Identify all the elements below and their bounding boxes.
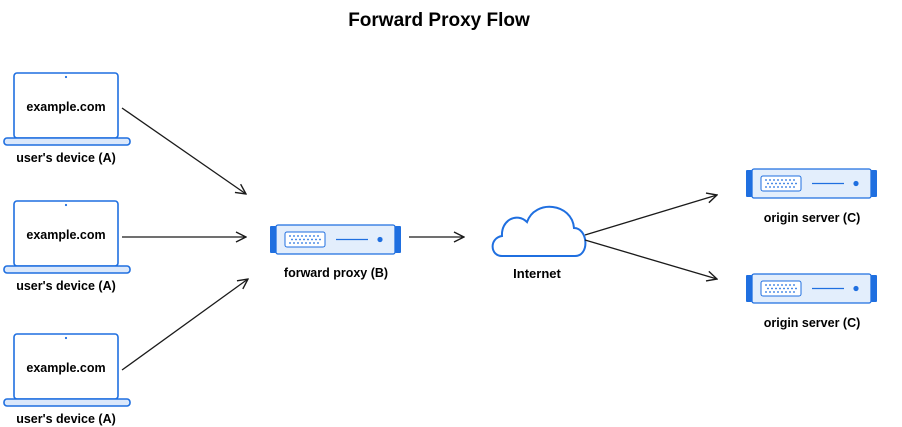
laptop-icon <box>3 72 131 146</box>
user-device-label: user's device (A) <box>16 412 116 426</box>
arrow-internet-to-origin-2 <box>584 239 717 279</box>
internet: Internet <box>491 205 587 281</box>
origin-server-c-1: origin server (C) <box>746 168 877 225</box>
user-device-a-1: example.com user's device (A) <box>3 72 131 165</box>
arrow-device3-to-proxy <box>121 279 248 371</box>
internet-label: Internet <box>513 266 561 281</box>
laptop-icon <box>3 333 131 407</box>
server-icon <box>746 168 877 199</box>
server-icon <box>746 273 877 304</box>
cloud-icon <box>491 205 587 257</box>
laptop-screen-text: example.com <box>26 361 105 375</box>
origin-server-label: origin server (C) <box>764 316 861 330</box>
arrow-internet-to-origin-1 <box>584 195 717 236</box>
laptop-icon <box>3 200 131 274</box>
origin-server-c-2: origin server (C) <box>746 273 877 330</box>
user-device-label: user's device (A) <box>16 151 116 165</box>
server-icon <box>270 224 401 255</box>
diagram-title: Forward Proxy Flow <box>348 10 530 31</box>
arrow-device1-to-proxy <box>121 107 246 194</box>
forward-proxy-label: forward proxy (B) <box>284 266 388 280</box>
laptop-screen-text: example.com <box>26 228 105 242</box>
forward-proxy-b: forward proxy (B) <box>270 224 401 280</box>
user-device-a-2: example.com user's device (A) <box>3 200 131 293</box>
laptop-screen-text: example.com <box>26 100 105 114</box>
origin-server-label: origin server (C) <box>764 211 861 225</box>
user-device-label: user's device (A) <box>16 279 116 293</box>
user-device-a-3: example.com user's device (A) <box>3 333 131 426</box>
